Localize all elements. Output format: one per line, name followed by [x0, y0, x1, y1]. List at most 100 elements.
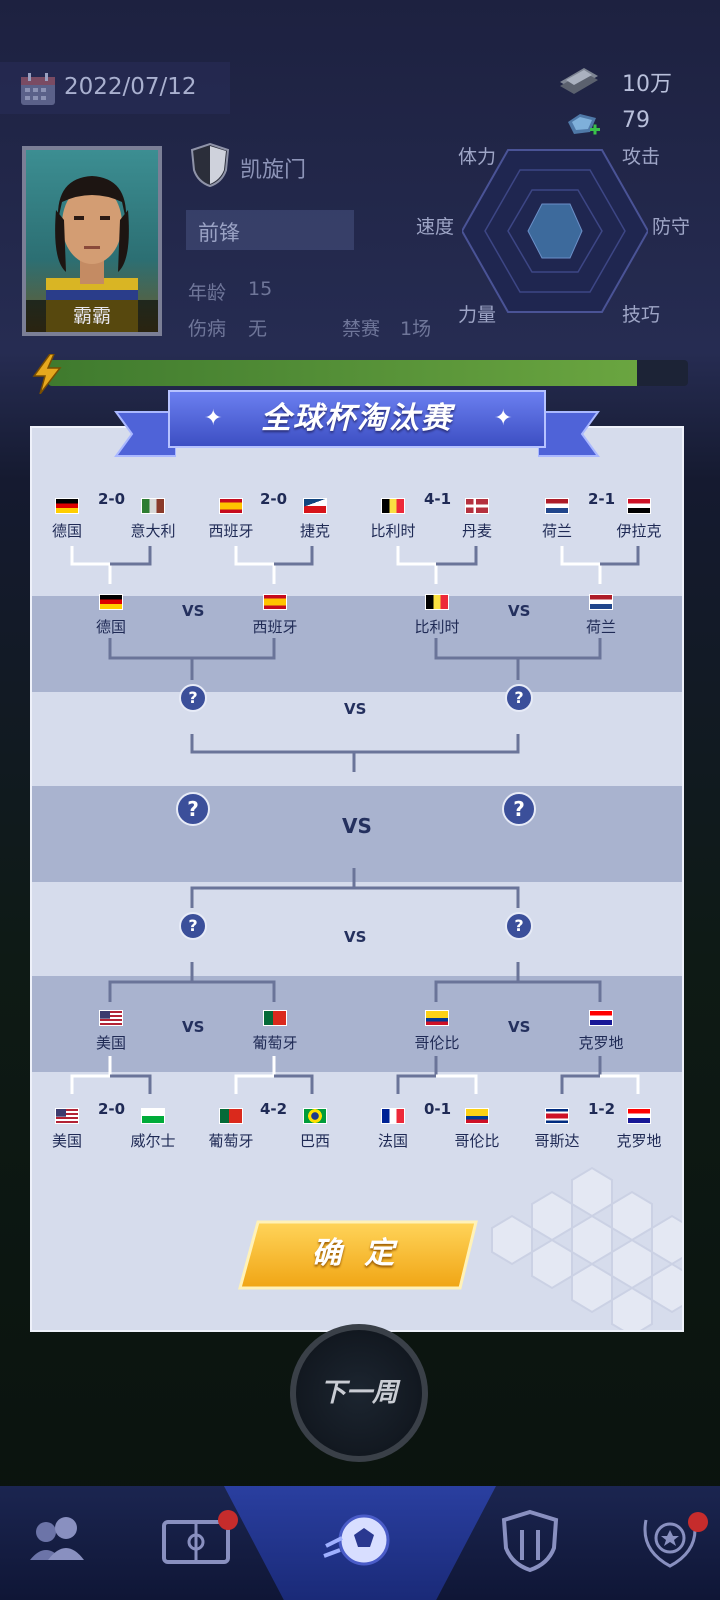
ban-label: 禁赛: [342, 318, 381, 340]
flag-germany-icon: [99, 594, 123, 610]
question-icon: ?: [505, 684, 533, 712]
vs-label: VS: [508, 1018, 531, 1036]
flag-italy-icon: [141, 498, 165, 514]
flag-usa-icon: [99, 1010, 123, 1026]
bolt-icon: [32, 354, 62, 394]
age-value: 15: [248, 278, 273, 300]
notification-badge: [688, 1512, 708, 1532]
flag-spain-icon: [219, 498, 243, 514]
stat-speed: 速度: [416, 216, 455, 238]
match-score: 1-2: [588, 1100, 616, 1118]
flag-germany-icon: [55, 498, 79, 514]
vs-label: VS: [344, 928, 367, 946]
next-week-button[interactable]: [290, 1324, 428, 1462]
match-score: 2-1: [588, 490, 616, 508]
ribbon-left: [114, 411, 176, 457]
flag-france-icon: [381, 1108, 405, 1124]
team-colombia: 哥伦比: [392, 1010, 482, 1053]
team-belgium: 比利时: [348, 498, 438, 541]
flag-brazil-icon: [303, 1108, 327, 1124]
flag-wales-icon: [141, 1108, 165, 1124]
flag-czech-icon: [303, 498, 327, 514]
confirm-button[interactable]: 确 定: [311, 1236, 401, 1271]
club-shield-icon: [190, 142, 230, 188]
team-italy: 意大利: [108, 498, 198, 541]
cash-icon: [560, 68, 598, 94]
trophy-tab-icon[interactable]: [630, 1500, 710, 1580]
energy-bar-fill: [48, 360, 637, 386]
stat-stamina: 体力: [458, 146, 497, 168]
flag-spain-icon: [263, 594, 287, 610]
team-netherlands: 荷兰: [512, 498, 602, 541]
sparkle-icon: ✦: [204, 406, 223, 431]
vs-label: VS: [342, 814, 372, 838]
flag-colombia-icon: [465, 1108, 489, 1124]
next-week-label: 下一周: [319, 1378, 398, 1408]
ban-value: 1场: [400, 318, 432, 340]
modal-title: 全球杯淘汰赛: [261, 401, 453, 436]
flag-colombia-icon: [425, 1010, 449, 1026]
question-icon: ?: [505, 912, 533, 940]
match-score: 2-0: [98, 1100, 126, 1118]
match-score: 0-1: [424, 1100, 452, 1118]
flag-iraq-icon: [627, 498, 651, 514]
team-belgium: 比利时: [392, 594, 482, 637]
flag-belgium-icon: [425, 594, 449, 610]
hex-pattern-decoration: [491, 1166, 682, 1330]
team-wales: 威尔士: [108, 1108, 198, 1151]
match-tab-icon[interactable]: [320, 1500, 400, 1580]
cash-amount: 10万: [622, 72, 672, 97]
date-text: 2022/07/12: [64, 74, 197, 100]
injury-label: 伤病: [188, 318, 227, 340]
confirm-button-shape: [238, 1220, 478, 1290]
flag-denmark-icon: [465, 498, 489, 514]
team-spain: 西班牙: [186, 498, 276, 541]
team-germany: 德国: [66, 594, 156, 637]
match-score: 4-1: [424, 490, 452, 508]
club-tab-icon[interactable]: [490, 1500, 570, 1580]
stat-skill: 技巧: [622, 304, 661, 326]
flag-usa-icon: [55, 1108, 79, 1124]
flag-croatia-icon: [589, 1010, 613, 1026]
team-tab-icon[interactable]: [16, 1500, 96, 1580]
vs-label: VS: [182, 602, 205, 620]
flag-netherlands-icon: [589, 594, 613, 610]
notification-badge: [218, 1510, 238, 1530]
flag-costa-rica-icon: [545, 1108, 569, 1124]
field-tab-icon[interactable]: [156, 1500, 236, 1580]
knockout-bracket-modal: 德国 2-0 意大利 西班牙 2-0 捷克 比利时 4-1 丹麦 荷兰 2-1 …: [30, 426, 684, 1332]
stat-power: 力量: [458, 304, 497, 326]
vs-label: VS: [508, 602, 531, 620]
flag-belgium-icon: [381, 498, 405, 514]
flag-portugal-icon: [263, 1010, 287, 1026]
team-iraq: 伊拉克: [594, 498, 682, 541]
team-portugal: 葡萄牙: [186, 1108, 276, 1151]
sparkle-icon: ✦: [494, 406, 513, 431]
team-spain: 西班牙: [230, 594, 320, 637]
flag-croatia-icon: [627, 1108, 651, 1124]
position-box: [186, 210, 354, 250]
team-usa: 美国: [66, 1010, 156, 1053]
question-icon: ?: [502, 792, 536, 826]
team-costa-rica: 哥斯达: [512, 1108, 602, 1151]
flag-netherlands-icon: [545, 498, 569, 514]
team-portugal: 葡萄牙: [230, 1010, 320, 1053]
question-icon: ?: [179, 684, 207, 712]
vs-label: VS: [182, 1018, 205, 1036]
gem-amount: 79: [622, 108, 650, 133]
match-score: 4-2: [260, 1100, 288, 1118]
bracket-lines: [70, 546, 640, 1094]
calendar-icon: [21, 73, 55, 105]
ribbon-right: [538, 411, 600, 457]
team-netherlands: 荷兰: [556, 594, 646, 637]
flag-portugal-icon: [219, 1108, 243, 1124]
gem-icon: [568, 114, 600, 135]
match-score: 2-0: [260, 490, 288, 508]
team-czech: 捷克: [270, 498, 360, 541]
club-name: 凯旋门: [240, 158, 307, 183]
question-icon: ?: [179, 912, 207, 940]
energy-bar: [48, 360, 688, 386]
bracket-band: [32, 596, 682, 692]
team-croatia: 克罗地: [556, 1010, 646, 1053]
question-icon: ?: [176, 792, 210, 826]
